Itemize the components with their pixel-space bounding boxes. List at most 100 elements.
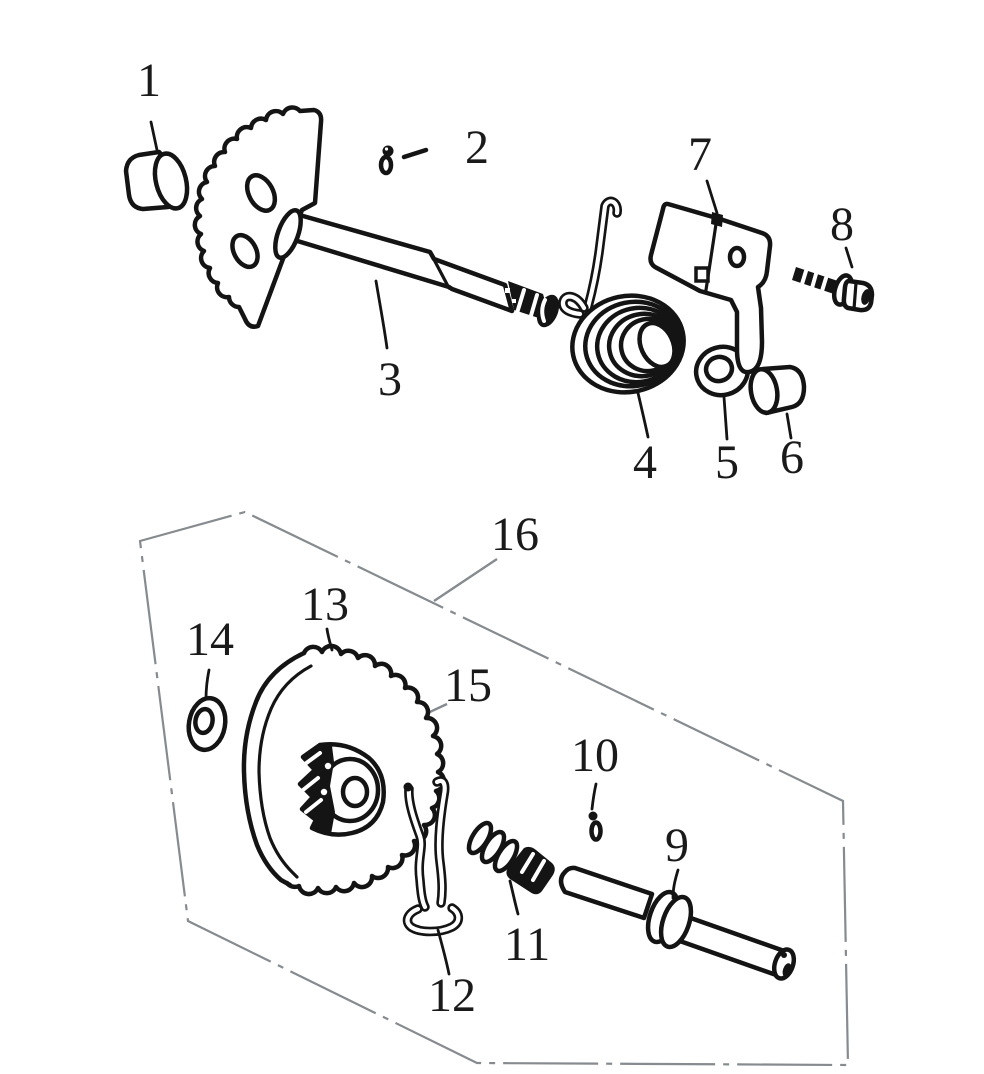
part-label-9: 9 xyxy=(665,819,689,872)
guide-tip-blob xyxy=(403,782,413,792)
cap-face xyxy=(152,151,190,211)
holder-hole xyxy=(727,245,747,269)
spindle-sector-gear xyxy=(192,105,324,329)
spring4-coil-2 xyxy=(582,299,684,389)
spindle-hole-upper xyxy=(244,173,278,213)
leader-line-7 xyxy=(705,179,719,215)
leader-line-8 xyxy=(844,246,854,269)
pin2-head xyxy=(382,145,394,157)
spindle-shaft-body xyxy=(278,211,515,314)
bolt-thread-3 xyxy=(820,276,828,293)
bolt-thread-2 xyxy=(810,272,818,290)
part-label-2: 2 xyxy=(465,121,489,174)
spring11-dark-coils xyxy=(506,846,555,895)
ratchet-dot-1 xyxy=(324,762,332,770)
spindle-shaft-root xyxy=(273,208,303,260)
leader-line-4 xyxy=(636,391,650,439)
part-1-cap-drawing xyxy=(123,149,190,212)
pin2-dash xyxy=(401,147,429,160)
holder-tab xyxy=(711,212,723,227)
leader-line-12 xyxy=(436,928,451,976)
bolt-head-end xyxy=(861,289,871,305)
washer-inner xyxy=(193,706,215,736)
part-8-bolt-drawing xyxy=(792,267,875,313)
part-11-spring-drawing xyxy=(466,820,555,895)
ratchet-dot-2 xyxy=(320,788,328,796)
pin2-loop xyxy=(378,154,394,176)
shaft9-right-segment xyxy=(674,913,790,979)
spindle-hole-lower xyxy=(230,232,260,270)
spring4-inner-hole xyxy=(637,320,677,370)
spindle-tip-glint xyxy=(540,298,547,323)
spring4-end-tab-over xyxy=(560,294,587,317)
ratchet-center-hole xyxy=(340,775,370,809)
shaft9-end-hole xyxy=(782,963,792,977)
pin2-head-glint xyxy=(384,147,389,151)
guide-right-prong-over xyxy=(434,778,447,906)
leader-line-11 xyxy=(508,879,520,916)
shaft9-collar-front xyxy=(658,894,694,950)
bolt-head-facet xyxy=(852,281,858,311)
leader-line-10 xyxy=(590,782,598,811)
part-10-pin-drawing xyxy=(588,811,603,842)
part-label-10: 10 xyxy=(571,729,619,782)
bolt-thread-1 xyxy=(800,269,808,286)
guide-left-prong-over xyxy=(406,786,428,910)
leader-line-9 xyxy=(671,868,680,900)
ratchet-tooth-highlight-1 xyxy=(303,751,322,766)
part-label-1: 1 xyxy=(137,54,161,107)
shaft9-end-dot xyxy=(781,952,787,958)
ratchet-tooth-highlight-2 xyxy=(301,776,320,792)
spindle-shaft-step xyxy=(428,250,451,290)
part-6-collar-drawing xyxy=(748,364,807,416)
part-12-guide-drawing xyxy=(402,776,464,937)
part-label-11: 11 xyxy=(504,918,550,971)
leader-line-5 xyxy=(722,395,729,441)
leader-line-16 xyxy=(433,558,498,602)
spring4-arm-over xyxy=(585,199,620,310)
part-label-14: 14 xyxy=(186,613,234,666)
part-9-shaft-drawing xyxy=(558,865,797,981)
holder-notch xyxy=(694,266,710,283)
spring11-coil-3 xyxy=(492,838,520,874)
part-3-spindle-drawing xyxy=(192,105,560,329)
spindle-spline-slot-1 xyxy=(505,288,510,293)
gear-plate-outer-edge xyxy=(241,650,307,888)
spindle-spline-slot-2 xyxy=(512,299,516,303)
gear-plate-inner-edge xyxy=(257,664,313,879)
pin10-head xyxy=(588,811,598,821)
part-label-16: 16 xyxy=(491,508,539,561)
part-label-4: 4 xyxy=(633,436,657,489)
part-label-5: 5 xyxy=(715,436,739,489)
part-label-7: 7 xyxy=(688,128,712,181)
leader-line-6 xyxy=(785,412,793,440)
pin10-loop xyxy=(589,820,603,842)
leader-line-3 xyxy=(374,279,389,350)
part-label-12: 12 xyxy=(428,969,476,1022)
part-label-8: 8 xyxy=(830,198,854,251)
part-2-pin-drawing xyxy=(378,145,429,176)
shaft9-left-segment xyxy=(558,865,655,921)
spring11-coil-highlight-2 xyxy=(531,859,546,882)
part-label-15: 15 xyxy=(444,659,492,712)
leader-line-14 xyxy=(204,668,211,701)
collar-face xyxy=(748,366,780,416)
leader-line-1 xyxy=(149,120,159,152)
part-15-ratchet-drawing xyxy=(297,742,386,837)
part-7-holder-drawing xyxy=(648,201,773,375)
guide-foot-over xyxy=(405,905,461,934)
part-label-3: 3 xyxy=(378,353,402,406)
spindle-spline-gap-1 xyxy=(515,288,526,315)
part-label-6: 6 xyxy=(780,431,804,484)
assembly-boundary-outline xyxy=(138,510,850,1067)
bushing-inner-ring xyxy=(703,354,735,384)
part-14-washer-drawing xyxy=(186,695,228,753)
part-label-13: 13 xyxy=(301,578,349,631)
part-4-return-spring-drawing xyxy=(558,196,686,395)
spring11-coil-highlight-1 xyxy=(520,852,535,874)
ratchet-tooth-highlight-3 xyxy=(304,798,323,814)
holder-outline xyxy=(648,201,773,375)
leader-line-13 xyxy=(325,627,334,652)
